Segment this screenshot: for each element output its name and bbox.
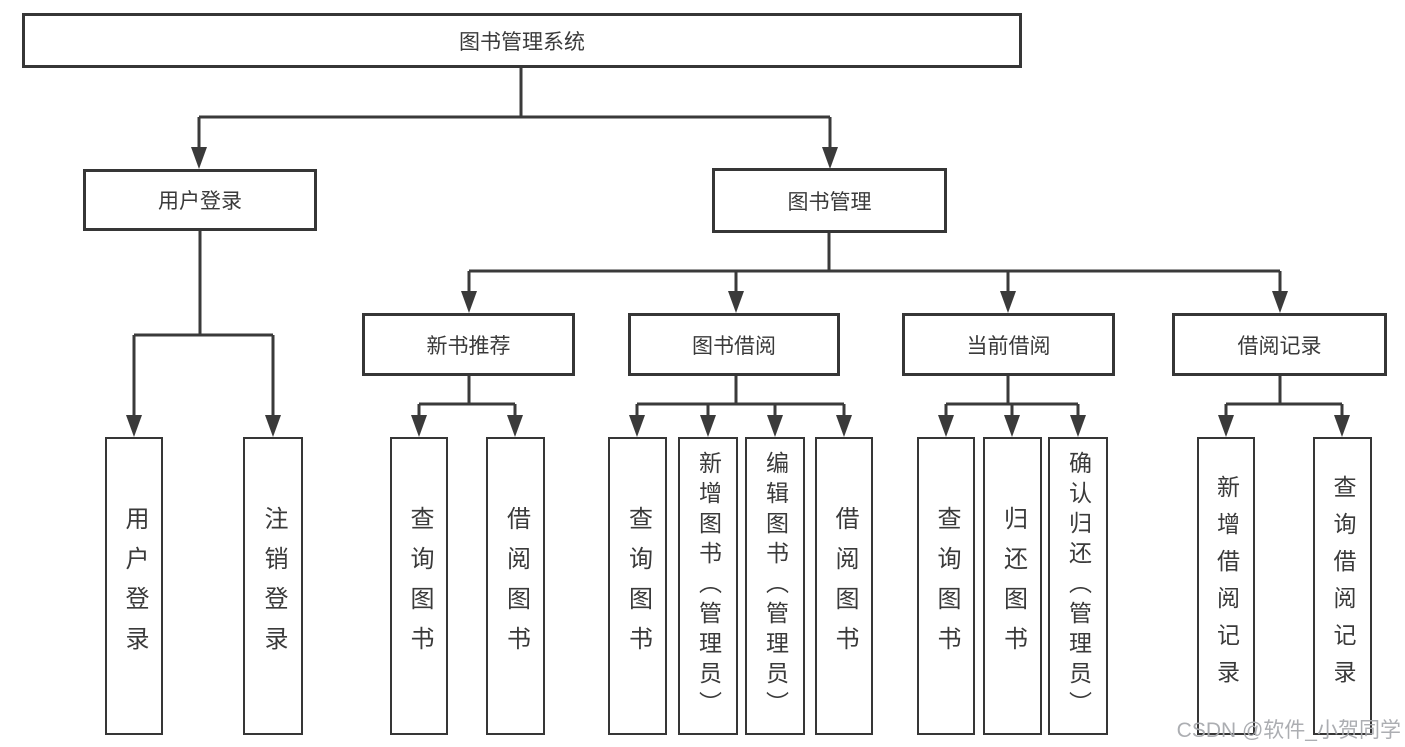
node-borrow-records: 借阅记录 xyxy=(1172,313,1387,376)
node-user-login-label: 用户登录 xyxy=(158,190,242,213)
leaf-add-borrow-record: 新增借阅记录 xyxy=(1197,437,1255,735)
edge-root-to-level2 xyxy=(197,68,832,150)
leaf-recommend-borrow-books-label: 借阅图书 xyxy=(502,506,530,666)
leaf-add-books-admin: 新增图书（管理员） xyxy=(678,437,738,735)
node-current-borrow-label: 当前借阅 xyxy=(966,334,1051,358)
leaf-return-books-label: 归还图书 xyxy=(999,506,1027,666)
leaf-confirm-return-admin-label: 确认归还（管理员） xyxy=(1065,451,1092,721)
leaf-edit-books-admin: 编辑图书（管理员） xyxy=(745,437,805,735)
leaf-return-books: 归还图书 xyxy=(983,437,1042,735)
leaf-recommend-borrow-books: 借阅图书 xyxy=(486,437,545,735)
edge-borrow-records-to-leaves xyxy=(1224,376,1344,418)
node-user-login: 用户登录 xyxy=(83,169,317,231)
leaf-current-query-books-label: 查询图书 xyxy=(933,506,960,666)
node-book-management: 图书管理 xyxy=(712,168,947,233)
edge-new-book-recommend-to-leaves xyxy=(417,376,517,418)
leaf-borrow-borrow-books-label: 借阅图书 xyxy=(831,506,858,666)
node-new-book-recommend-label: 新书推荐 xyxy=(426,334,511,358)
edge-book-management-to-level3 xyxy=(467,233,1282,294)
node-root-label: 图书管理系统 xyxy=(459,30,585,54)
node-new-book-recommend: 新书推荐 xyxy=(362,313,575,376)
leaf-borrow-query-books: 查询图书 xyxy=(608,437,667,735)
node-root: 图书管理系统 xyxy=(22,13,1022,68)
leaf-recommend-query-books-label: 查询图书 xyxy=(406,506,433,666)
node-borrow-records-label: 借阅记录 xyxy=(1237,334,1322,358)
leaf-current-query-books: 查询图书 xyxy=(917,437,975,735)
leaf-borrow-query-books-label: 查询图书 xyxy=(624,506,652,666)
leaf-query-borrow-record: 查询借阅记录 xyxy=(1313,437,1372,735)
edge-book-borrow-to-leaves xyxy=(635,376,846,418)
leaf-edit-books-admin-label: 编辑图书（管理员） xyxy=(762,451,789,721)
leaf-recommend-query-books: 查询图书 xyxy=(390,437,448,735)
node-book-management-label: 图书管理 xyxy=(787,190,872,214)
edge-current-borrow-to-leaves xyxy=(944,376,1080,418)
leaf-logout: 注销登录 xyxy=(243,437,303,735)
leaf-confirm-return-admin: 确认归还（管理员） xyxy=(1048,437,1108,735)
leaf-add-borrow-record-label: 新增借阅记录 xyxy=(1213,475,1240,697)
leaf-logout-label: 注销登录 xyxy=(260,506,287,666)
node-book-borrow: 图书借阅 xyxy=(628,313,840,376)
csdn-watermark: CSDN @软件_小贺同学 xyxy=(1176,719,1401,742)
leaf-add-books-admin-label: 新增图书（管理员） xyxy=(695,451,722,721)
leaf-user-login-label: 用户登录 xyxy=(121,506,148,666)
node-current-borrow: 当前借阅 xyxy=(902,313,1115,376)
leaf-query-borrow-record-label: 查询借阅记录 xyxy=(1330,475,1356,697)
leaf-user-login: 用户登录 xyxy=(105,437,163,735)
node-book-borrow-label: 图书借阅 xyxy=(692,334,776,358)
edge-user-login-to-leaves xyxy=(132,231,275,418)
arrowheads xyxy=(126,147,1350,437)
leaf-borrow-borrow-books: 借阅图书 xyxy=(815,437,873,735)
